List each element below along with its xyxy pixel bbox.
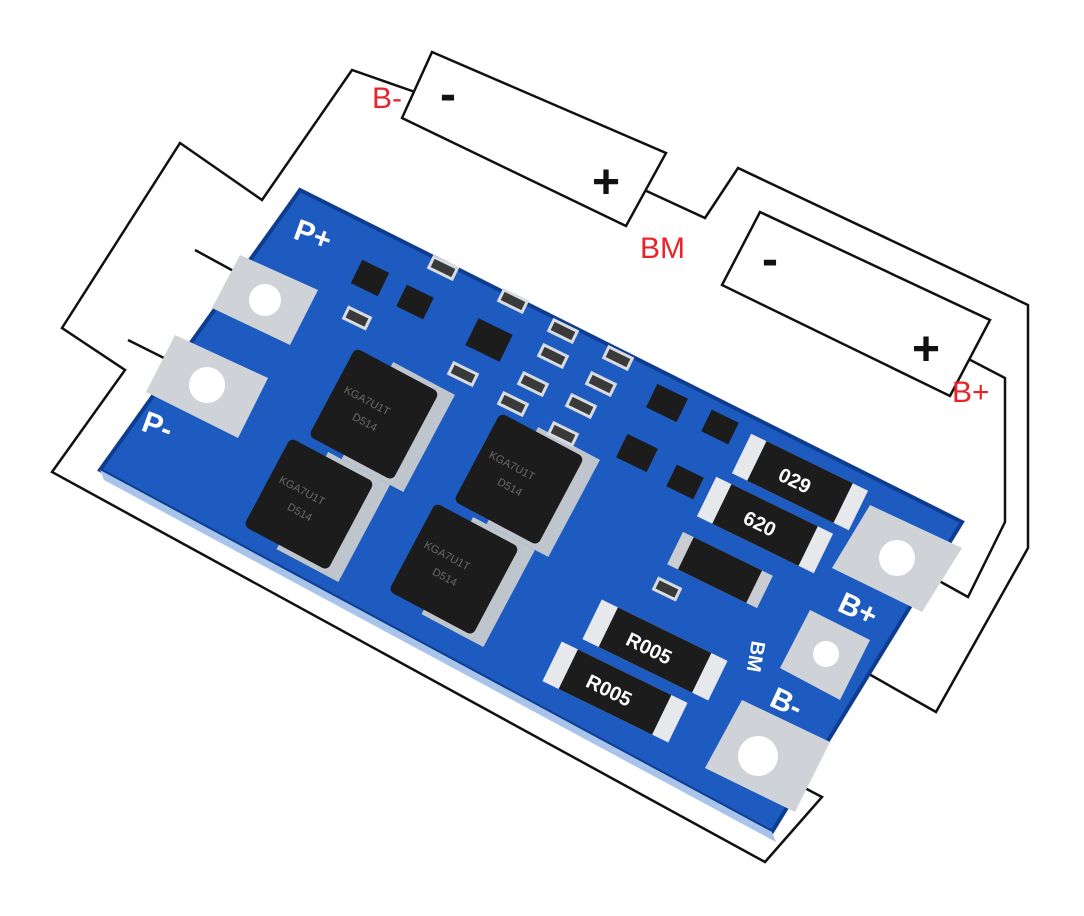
label-bm: BM bbox=[640, 232, 685, 265]
resistor-620: 620 bbox=[696, 476, 834, 574]
pad-b-minus bbox=[705, 700, 830, 812]
pad-p-plus bbox=[212, 255, 318, 345]
wire-bm bbox=[639, 166, 1030, 714]
wires bbox=[50, 68, 1030, 864]
diode bbox=[667, 531, 773, 609]
resistor-r005-1: R005 bbox=[582, 599, 728, 701]
battery-1-plus: + bbox=[592, 156, 620, 209]
ic-sot23-6 bbox=[666, 464, 704, 500]
ic-sot23-7 bbox=[350, 259, 390, 297]
mosfet-4: KGA7U1T D514 bbox=[390, 504, 535, 648]
resistor-029: 029 bbox=[731, 433, 869, 531]
ic-sot23-1 bbox=[396, 284, 434, 320]
battery-2-minus: - bbox=[762, 233, 778, 286]
label-b-plus: B+ bbox=[952, 376, 990, 409]
resistor-r005-2: R005 bbox=[542, 641, 688, 743]
smd-passives bbox=[341, 254, 683, 602]
battery-1: - + bbox=[400, 50, 668, 228]
ic-sot23-2 bbox=[465, 318, 513, 362]
silk-bm: BM bbox=[742, 639, 769, 673]
wire-b-minus bbox=[50, 68, 824, 864]
label-b-minus: B- bbox=[372, 82, 402, 115]
battery-2-plus: + bbox=[912, 323, 940, 376]
battery-2: - + bbox=[720, 210, 992, 398]
mosfet-3: KGA7U1T D514 bbox=[455, 414, 600, 558]
pcb-board: P+ P- B+ BM B- KGA7U1T D514 KGA7U1T D514… bbox=[97, 187, 965, 842]
pad-b-plus bbox=[832, 505, 962, 612]
mosfet-1: KGA7U1T D514 bbox=[310, 349, 455, 493]
pad-p-minus bbox=[146, 335, 268, 438]
ic-sot23-4 bbox=[701, 409, 739, 445]
mosfet-2: KGA7U1T D514 bbox=[245, 439, 390, 583]
battery-1-minus: - bbox=[440, 68, 456, 121]
pad-bm bbox=[780, 610, 870, 700]
wire-b-plus bbox=[904, 350, 1007, 599]
ic-sot23-5 bbox=[616, 433, 658, 473]
ic-sot23-3 bbox=[646, 383, 688, 423]
